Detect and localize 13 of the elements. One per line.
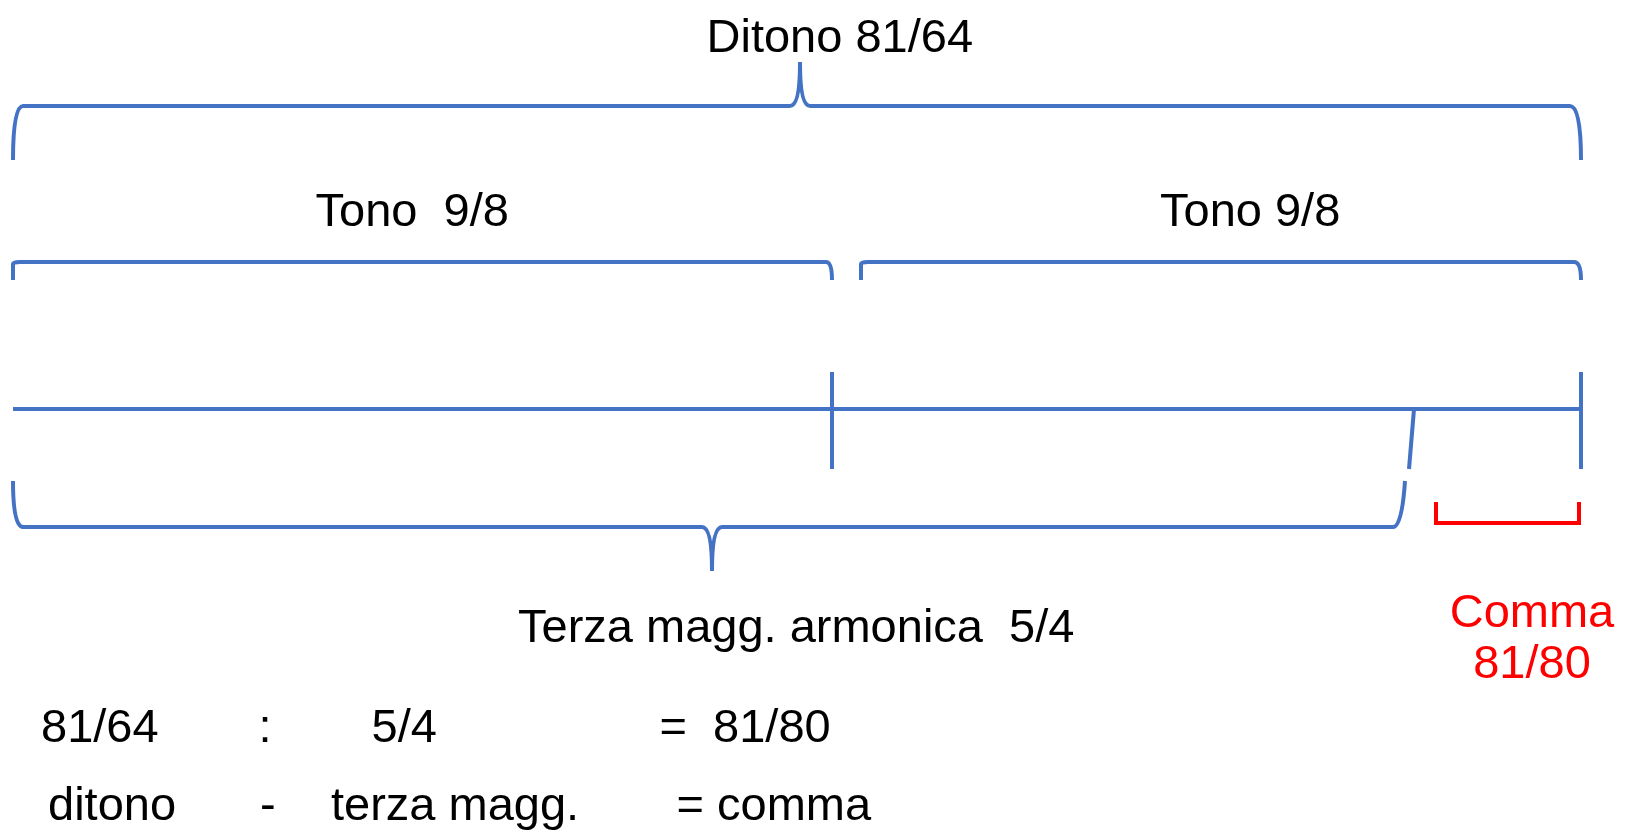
formula-term: terza magg. xyxy=(331,778,580,830)
formula-term: 81/64 xyxy=(41,700,159,752)
formula-term: = 81/80 xyxy=(659,700,831,752)
formula-term: : xyxy=(258,700,272,752)
formula-term: 5/4 xyxy=(371,700,437,752)
formula-term: = comma xyxy=(676,778,872,830)
interval-label: Tono 9/8 xyxy=(1160,184,1341,236)
interval-label: Tono 9/8 xyxy=(315,184,509,236)
comma-label: Comma 81/80 xyxy=(1448,584,1616,688)
formula-term: - xyxy=(260,778,276,830)
interval-label: Terza magg. armonica 5/4 xyxy=(518,600,1075,652)
interval-label: Ditono 81/64 xyxy=(706,10,974,62)
formula-term: ditono xyxy=(48,778,177,830)
